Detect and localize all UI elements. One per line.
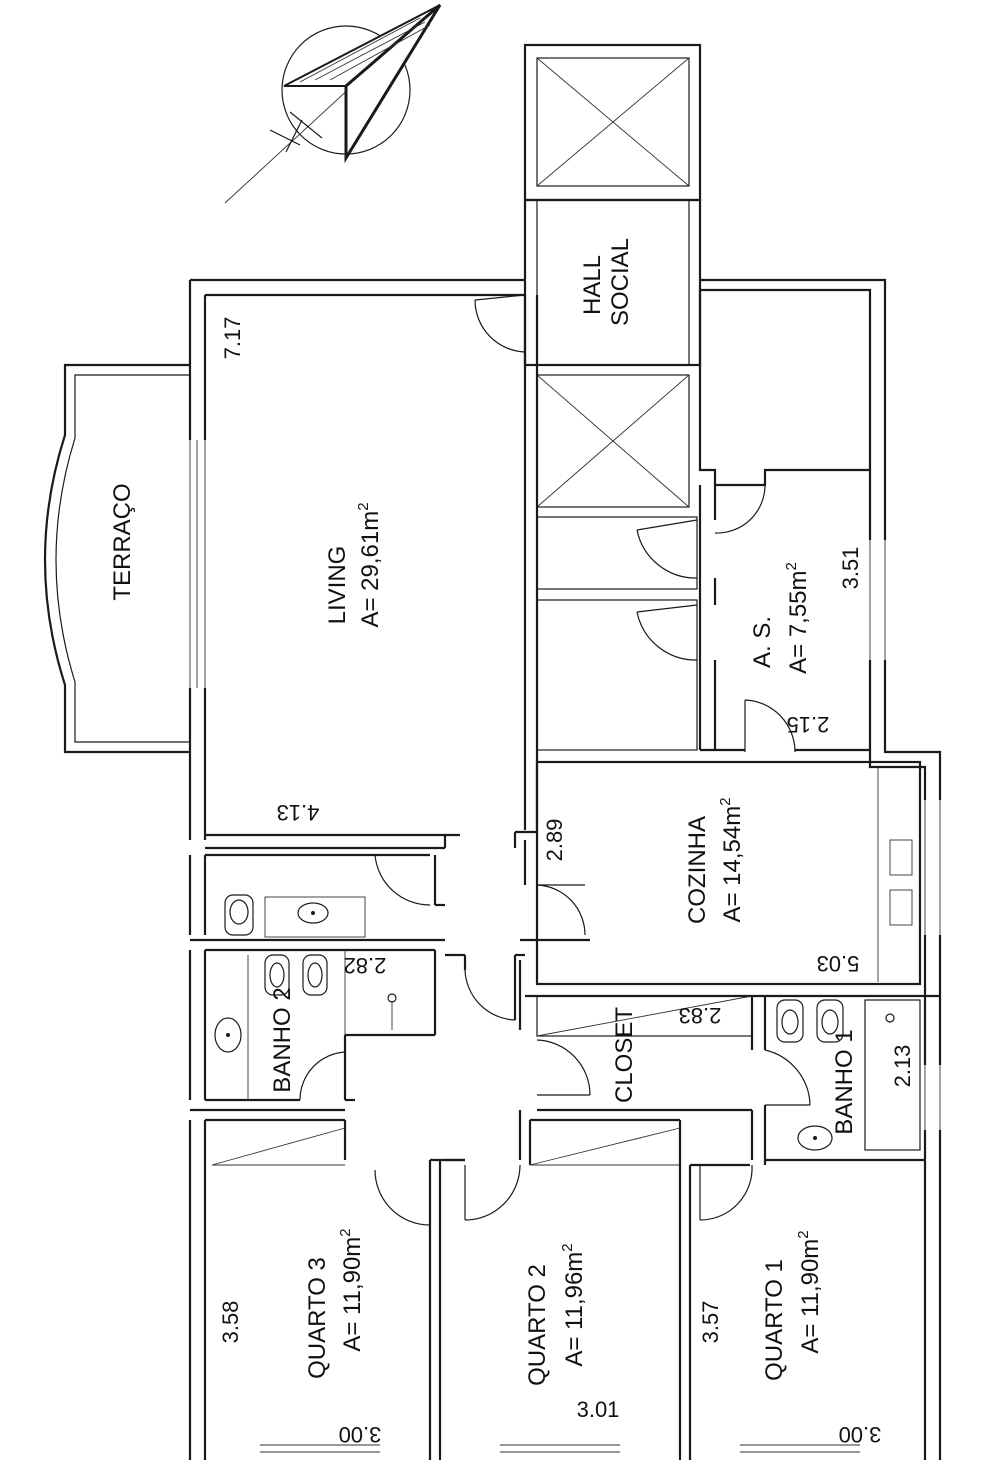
quarto1-area: A= 11,90m2 — [795, 1230, 824, 1353]
cozinha-label: COZINHA — [684, 816, 711, 924]
quarto2-label: QUARTO 2 — [524, 1264, 551, 1386]
quarto1-label: QUARTO 1 — [761, 1259, 788, 1381]
dim-quarto2-width: 3.01 — [577, 1397, 620, 1422]
as-label: A. S. — [749, 616, 776, 668]
quarto2-room: QUARTO 2 A= 11,96m2 3.01 — [445, 1110, 692, 1460]
banho2-label: BANHO 2 — [269, 987, 296, 1092]
shower-drain-icon — [387, 993, 397, 1030]
dim-as-width: 2.15 — [787, 712, 830, 737]
banho2-room: BANHO 2 2.82 — [190, 950, 437, 1112]
shaft-top — [523, 43, 702, 202]
living-entry-door — [474, 294, 526, 353]
quarto3-area: A= 11,90m2 — [337, 1228, 366, 1351]
storage-box-1 — [536, 516, 698, 590]
shower-drain-icon — [885, 1013, 895, 1023]
quarto3-label: QUARTO 3 — [304, 1257, 331, 1379]
living-room: LIVING A= 29,61m2 7.17 4.13 — [205, 295, 539, 850]
dim-cozinha-width: 5.03 — [817, 951, 860, 976]
hall-social-label-2: SOCIAL — [607, 238, 634, 326]
living-label: LIVING — [324, 546, 351, 625]
terraco-room: TERRAÇO — [43, 363, 190, 754]
quarto3-room: QUARTO 3 A= 11,90m2 3.58 3.00 — [205, 1118, 465, 1460]
dim-quarto1-length: 3.57 — [698, 1301, 723, 1344]
area-servico-room: A. S. A= 7,55m2 3.51 2.15 — [636, 290, 870, 753]
hall-social-label-1: HALL — [579, 255, 606, 315]
hall-social-room: HALL SOCIAL — [523, 198, 702, 367]
bottom-windows — [260, 1444, 860, 1453]
sink-icon — [797, 1125, 833, 1151]
closet-room: CLOSET 2.83 — [525, 994, 753, 1112]
dim-cozinha-length: 2.89 — [542, 819, 567, 862]
dim-quarto1-width: 3.00 — [839, 1422, 882, 1447]
sink-icon — [297, 902, 329, 924]
cozinha-area: A= 14,54m2 — [717, 797, 746, 922]
banho1-label: BANHO 1 — [831, 1029, 858, 1134]
toilet-icon — [264, 954, 290, 996]
quarto2-area: A= 11,96m2 — [559, 1243, 588, 1366]
stove-icon — [889, 839, 913, 926]
quarto1-room: QUARTO 1 A= 11,90m2 3.57 3.00 — [690, 1110, 881, 1447]
corridor — [445, 953, 525, 1030]
dim-banho1-width: 2.13 — [890, 1045, 915, 1088]
bidet-icon — [302, 954, 328, 996]
bidet-icon — [816, 999, 844, 1043]
exterior-walls — [188, 278, 942, 1460]
dim-living-width: 4.13 — [277, 800, 320, 825]
lavabo-room — [190, 853, 445, 952]
dim-closet-length: 2.83 — [679, 1003, 722, 1028]
dim-quarto3-width: 3.00 — [339, 1422, 382, 1447]
as-area: A= 7,55m2 — [783, 562, 812, 674]
dim-as-length: 3.51 — [838, 547, 863, 590]
north-arrow-icon — [224, 3, 442, 204]
dim-quarto3-length: 3.58 — [218, 1301, 243, 1344]
living-area: A= 29,61m2 — [355, 502, 384, 627]
closet-label: CLOSET — [611, 1007, 638, 1103]
toilet-icon — [224, 894, 254, 936]
dim-banho2-length: 2.82 — [344, 953, 387, 978]
cozinha-room: COZINHA A= 14,54m2 2.89 5.03 — [513, 760, 922, 986]
dim-living-length: 7.17 — [220, 317, 245, 360]
banho1-room: BANHO 1 2.13 — [750, 994, 940, 1162]
sink-icon — [214, 1017, 242, 1053]
storage-box-2 — [536, 599, 698, 751]
shaft-middle — [536, 374, 690, 508]
toilet-icon — [776, 999, 804, 1043]
terraco-label: TERRAÇO — [109, 483, 136, 600]
